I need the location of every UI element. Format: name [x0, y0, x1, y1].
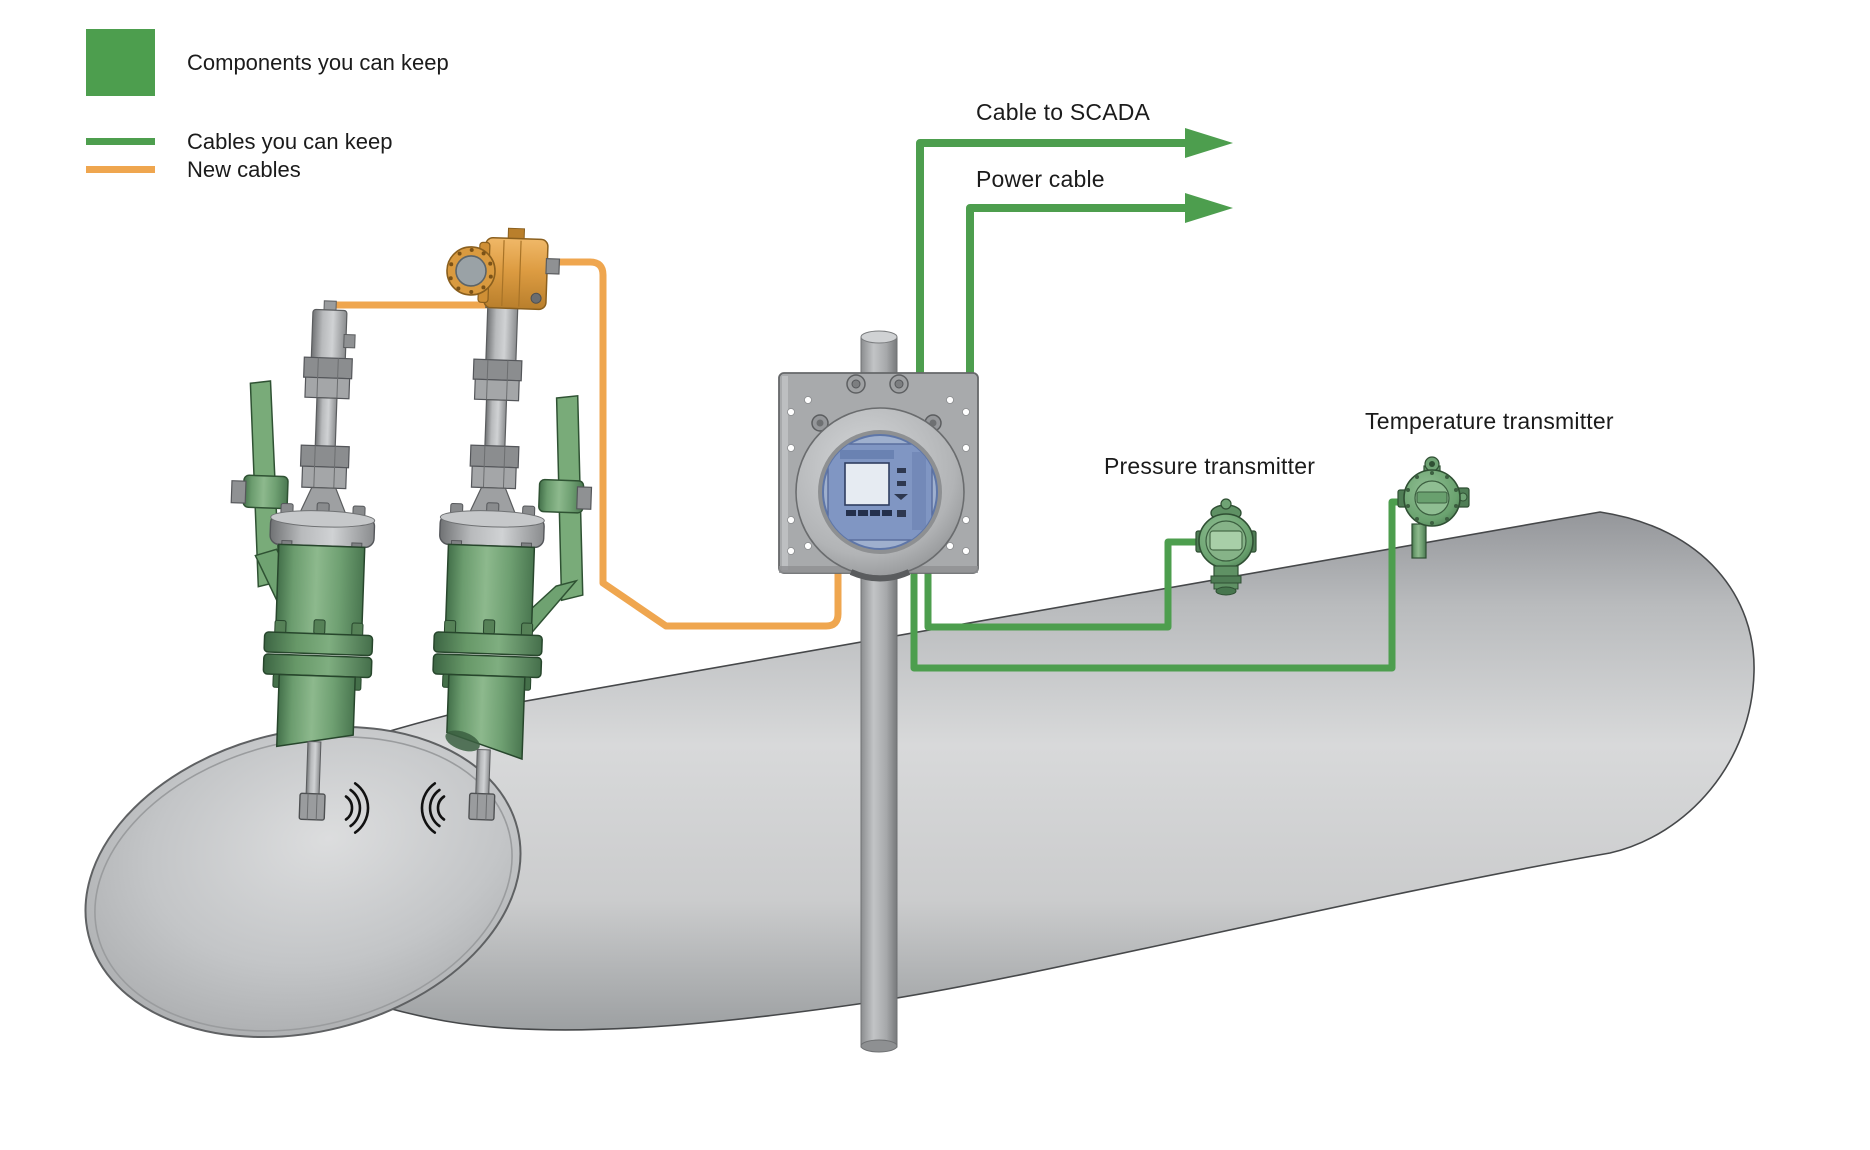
- power-cable-line: [966, 204, 1190, 373]
- transducer-interconnect-cable: [326, 301, 490, 320]
- right-probe-rod: [475, 748, 491, 799]
- pipeline: [84, 511, 1755, 1039]
- pressure-transmitter-cable: [924, 538, 1200, 631]
- sound-waves-right-icon: [344, 782, 370, 834]
- label-cable-to-scada: Cable to SCADA: [976, 99, 1151, 125]
- left-probe-tip: [298, 792, 326, 821]
- new-cable-swatch-icon: [86, 166, 155, 173]
- pressure-transmitter-device: [1195, 498, 1257, 596]
- plate-bolts: [846, 374, 909, 394]
- scada-arrowhead: [1185, 128, 1233, 158]
- flow-computer-display: [827, 443, 933, 541]
- label-pressure-transmitter: Pressure transmitter: [1104, 453, 1316, 479]
- left-probe-rod: [305, 740, 322, 799]
- legend-item-cables-keep: Cables you can keep: [86, 128, 392, 155]
- label-temperature-transmitter: Temperature transmitter: [1365, 408, 1614, 434]
- left-top-cap: [310, 308, 348, 364]
- sound-waves-left-icon: [420, 782, 446, 834]
- display-side-icons: [894, 468, 908, 517]
- display-buttons: [846, 510, 892, 516]
- display-screen: [844, 462, 890, 506]
- temperature-transmitter-device: [1397, 456, 1470, 559]
- transducer-to-flowcomputer-cable: [549, 258, 842, 630]
- right-probe-tip: [468, 792, 496, 821]
- plate-holes: [787, 396, 970, 555]
- left-top-flange: [269, 502, 376, 554]
- legend-item-label: New cables: [187, 156, 301, 182]
- legend-item-label: Components you can keep: [187, 49, 449, 75]
- pressure-transmitter-display: [1209, 530, 1243, 551]
- power-arrowhead: [1185, 193, 1233, 223]
- scada-cable: [916, 139, 1190, 373]
- pipe-face-rim: [94, 736, 513, 1032]
- transmitter-lens: [455, 255, 487, 287]
- legend-item-new-cables: New cables: [86, 156, 301, 183]
- left-transducer-assembly: [230, 300, 376, 821]
- pipe-face: [84, 725, 522, 1039]
- legend-item-components: Components you can keep: [86, 29, 449, 96]
- flow-transmitter-head: [446, 227, 561, 311]
- flow-computer: [778, 372, 979, 582]
- legend-item-label: Cables you can keep: [187, 128, 393, 154]
- components-swatch-icon: [86, 29, 155, 96]
- label-power-cable: Power cable: [976, 166, 1105, 192]
- right-transducer-assembly: [432, 227, 593, 821]
- left-valve-body-lower: [275, 673, 356, 748]
- keep-cable-swatch-icon: [86, 138, 155, 145]
